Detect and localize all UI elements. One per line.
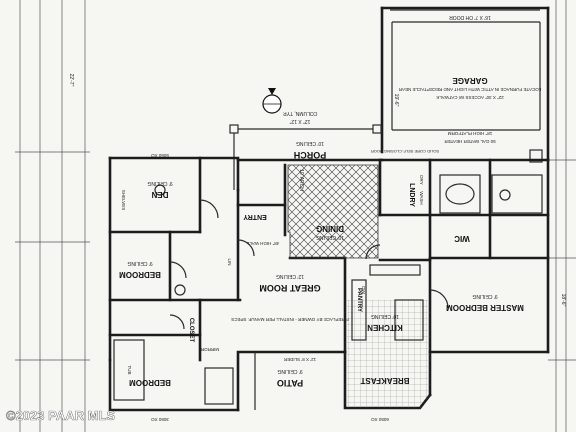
plan-notes: 16' X 7' OH DOOR LOCATE FURNACE IN ATTIC… (68, 14, 566, 422)
label-laundry: LNDRY (408, 183, 415, 207)
label-bedroom-lower: BEDROOM (129, 378, 171, 387)
note-garage-closer: SOLID CORE SELF-CLOSING DOOR (371, 149, 439, 154)
label-great-room: GREAT ROOM (259, 283, 320, 293)
note-linen: LIN (227, 258, 232, 265)
label-wic: WIC (454, 234, 470, 243)
note-dining-ceiling: 10' CEILING (316, 234, 344, 240)
note-garage-door: 16' X 7' OH DOOR (449, 14, 491, 20)
note-dim-top: 19'-6" (393, 94, 399, 107)
tile-floor-areas (287, 164, 430, 408)
note-dim-right: 18'-6" (560, 294, 566, 307)
room-labels: GARAGE PORCH DEN ENTRY DINING LNDRY WIC … (119, 76, 524, 388)
note-master-ceiling: 9' CEILING (472, 293, 497, 299)
label-pantry: PANTRY (356, 288, 362, 312)
note-dim-left: 22'-7" (68, 74, 74, 87)
note-porch-column: COLUMN, TYP. (283, 110, 318, 116)
label-entry: ENTRY (243, 213, 267, 220)
note-window-a: 5050 XO (151, 153, 169, 158)
label-kitchen: KITCHEN (367, 323, 403, 332)
note-window-b: 6050 XO (371, 417, 389, 422)
note-slider: 12' X 8' SLIDER (283, 357, 316, 362)
label-garage: GARAGE (452, 76, 488, 85)
note-entry-ceiling: 10' ARCH (298, 169, 304, 191)
note-garage-access: 22" X 30" ACCESS W/ CATWALK (436, 95, 503, 100)
note-den-ceiling: 9' CEILING (147, 180, 172, 186)
note-garage-wh: 50 GAL WATER HEATER (444, 139, 496, 144)
note-bedroom-ceiling: 9' CEILING (127, 260, 152, 266)
note-kitchen-ceiling: 10' CEILING (371, 313, 399, 319)
label-bedroom-upper: BEDROOM (119, 270, 161, 279)
note-wash: WASH (419, 191, 424, 204)
label-porch: PORCH (294, 150, 327, 160)
note-window-c: 3050 XO (151, 417, 169, 422)
note-half-wall: 48" HIGH WALL (246, 241, 279, 246)
note-patio-ceiling: 9' CEILING (277, 368, 302, 374)
watermark-text: ©2023 PAAR MLS (6, 408, 115, 423)
note-porch-post: 12" X 12" (289, 118, 310, 124)
dimension-lines-right (548, 0, 576, 432)
note-fireplace: FIREPLACE BY OWNER - INSTALL PER MANUF. … (231, 317, 348, 322)
note-garage-furnace: LOCATE FURNACE IN ATTIC WITH LIGHT AND R… (398, 87, 541, 92)
note-den-shelves: SHELVES (121, 190, 126, 210)
note-dry: DRY (419, 175, 424, 184)
dimension-lines-left (15, 0, 90, 432)
door-swings (169, 199, 449, 330)
note-porch-ceiling: 10' CEILING (296, 140, 324, 146)
note-garage-platform: 18" HIGH PLATFORM (447, 131, 492, 136)
label-breakfast: BREAKFAST (360, 376, 409, 385)
section-marker (262, 88, 282, 114)
note-mirror: MIRROR (200, 347, 219, 352)
note-tub: TUB (127, 366, 132, 375)
label-dining: DINING (316, 224, 344, 233)
fixtures (113, 174, 543, 405)
garage-walls (380, 6, 550, 163)
label-den: DEN (151, 190, 168, 199)
label-patio: PATIO (277, 378, 303, 388)
porch-outline (229, 124, 384, 190)
label-closet: CLOSET (188, 318, 194, 343)
note-great-ceiling: 12' CEILING (276, 273, 304, 279)
label-master-bedroom: MASTER BEDROOM (446, 303, 524, 312)
note-dw: DW (361, 286, 366, 294)
